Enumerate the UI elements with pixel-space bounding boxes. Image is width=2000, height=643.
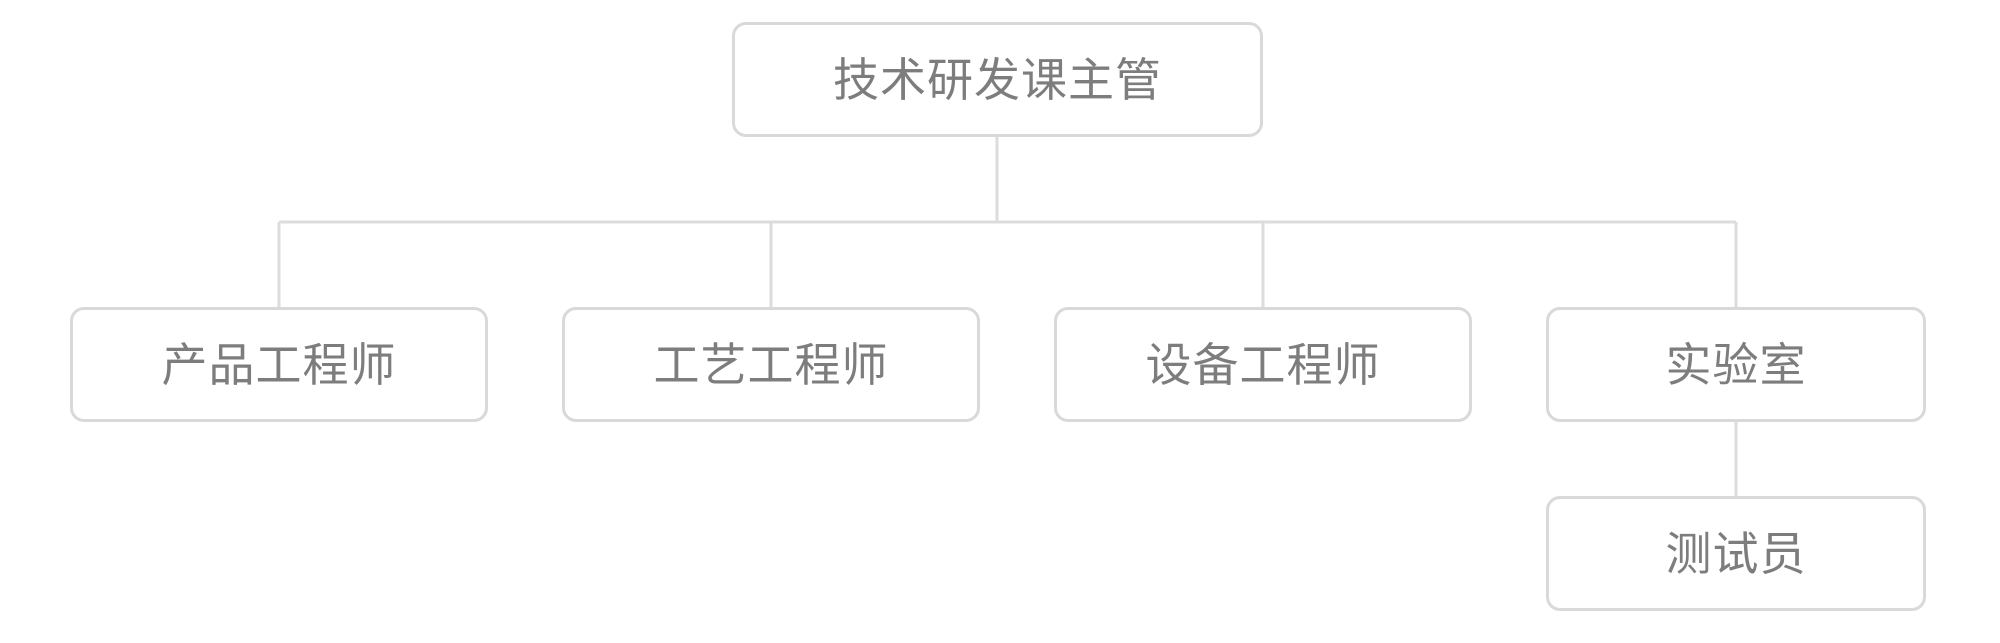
node-label: 测试员: [1665, 526, 1807, 581]
node-label: 设备工程师: [1145, 337, 1381, 392]
node-equipment-engineer: 设备工程师: [1054, 307, 1472, 422]
node-process-engineer: 工艺工程师: [562, 307, 980, 422]
node-label: 实验室: [1665, 337, 1807, 392]
node-label: 工艺工程师: [653, 337, 889, 392]
node-tester: 测试员: [1546, 496, 1926, 611]
node-laboratory: 实验室: [1546, 307, 1926, 422]
node-product-engineer: 产品工程师: [70, 307, 488, 422]
node-label: 技术研发课主管: [833, 52, 1162, 107]
node-technical-rd-supervisor: 技术研发课主管: [732, 22, 1263, 137]
node-label: 产品工程师: [161, 337, 397, 392]
